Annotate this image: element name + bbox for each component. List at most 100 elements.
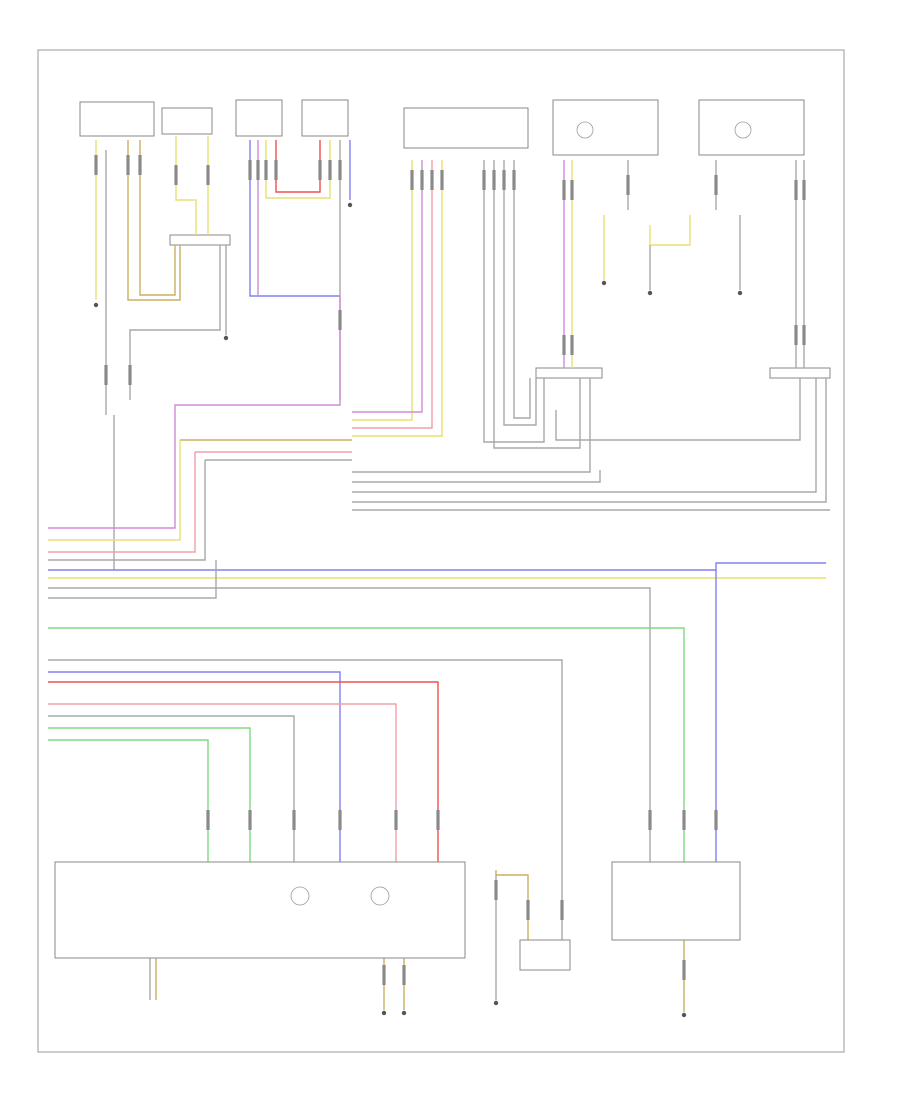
connector-pin [174,165,178,185]
wire-gray-y [48,560,217,599]
wire-gray-f [483,160,545,443]
connector-pin [206,165,210,185]
connector-pin [440,170,444,190]
connector-pin [264,160,268,180]
connector-pin [394,810,398,830]
wire-olive-a [127,140,181,301]
ground-symbol [737,290,743,296]
wire-gray-m [352,470,601,483]
wire-pink-d [48,703,397,862]
connector-pin [562,180,566,200]
connector-pin [562,335,566,355]
connector-pin [512,170,516,190]
connector-pin [802,180,806,200]
connector-pin [430,170,434,190]
wire-gray-g [493,160,581,449]
connector-pin [560,900,564,920]
diagram-frame [37,49,845,1053]
connector-pin [274,160,278,180]
wire-green-c [48,739,209,862]
wire-gray-o [352,378,827,503]
wire-yellow-b [175,136,197,235]
connector-pin [338,310,342,330]
component-bottom [54,121,752,971]
wire-gray-l [352,378,591,473]
ground-symbol [347,202,353,208]
connector-pin [248,160,252,180]
connector-pin [248,810,252,830]
connector-pin [128,365,132,385]
ground-symbol [223,335,229,341]
wire-gray-aa [48,715,295,862]
connector-pin [436,810,440,830]
ground-symbol [381,1010,387,1016]
wire-red-b [48,681,439,862]
connector-pin [714,810,718,830]
wire-gray-i [513,160,531,419]
wire-yellow-e [352,160,413,421]
connector-pin [626,175,630,195]
connector-pin [492,170,496,190]
connector-pin [502,170,506,190]
wire-gray-k [48,460,206,561]
connector-pin [138,155,142,175]
component-top-left [79,99,831,379]
wire-yellow-g [48,440,181,541]
wire-blue-c [48,562,826,571]
connector-pin [802,325,806,345]
ground-symbol [401,1010,407,1016]
wire-pink-a [352,160,433,429]
connector-pin [94,155,98,175]
connector-pin [104,365,108,385]
wire-red-a [275,140,321,193]
connector-pin [794,325,798,345]
connector-pin [338,810,342,830]
connector-pin [526,900,530,920]
connector-pin [318,160,322,180]
wire-yellow-f [352,160,443,437]
ground-symbol [93,302,99,308]
connector-pin [126,155,130,175]
ground-symbols [93,202,743,1018]
connector-pin [382,965,386,985]
wire-violet-b [48,296,341,529]
ground-symbol [681,1012,687,1018]
connector-pin [402,965,406,985]
wire-olive-b [139,140,176,296]
wire-blue-a [249,140,340,297]
wire-gray-w [555,378,801,441]
connector-pin [410,170,414,190]
connector-pin [420,170,424,190]
connector-pin [794,180,798,200]
connector-pins [94,155,806,985]
connector-pin [494,880,498,900]
connector-pin [338,160,342,180]
ground-symbol [601,280,607,286]
wire-yellow-j [649,215,691,246]
connector-pin [570,180,574,200]
wire-violet-c [352,160,423,413]
wire-green-b [48,727,251,862]
wire-gray-x [48,587,651,862]
wire-olive-d [495,870,529,940]
wire-gray-n [352,378,817,493]
connector-pin [682,810,686,830]
connector-pin [682,960,686,980]
connector-pin [648,810,652,830]
connector-pin [206,810,210,830]
connector-pin [714,175,718,195]
wire-blue-e [48,671,341,862]
wire-gray-h [503,160,537,426]
connector-pin [328,160,332,180]
wire-green-a [48,627,685,862]
ground-symbol [647,290,653,296]
wire-pink-c [48,452,196,553]
wire-gray-z [48,659,563,940]
connector-pin [570,335,574,355]
ground-symbol [493,1000,499,1006]
connector-pin [292,810,296,830]
connector-pin [482,170,486,190]
connector-pin [256,160,260,180]
